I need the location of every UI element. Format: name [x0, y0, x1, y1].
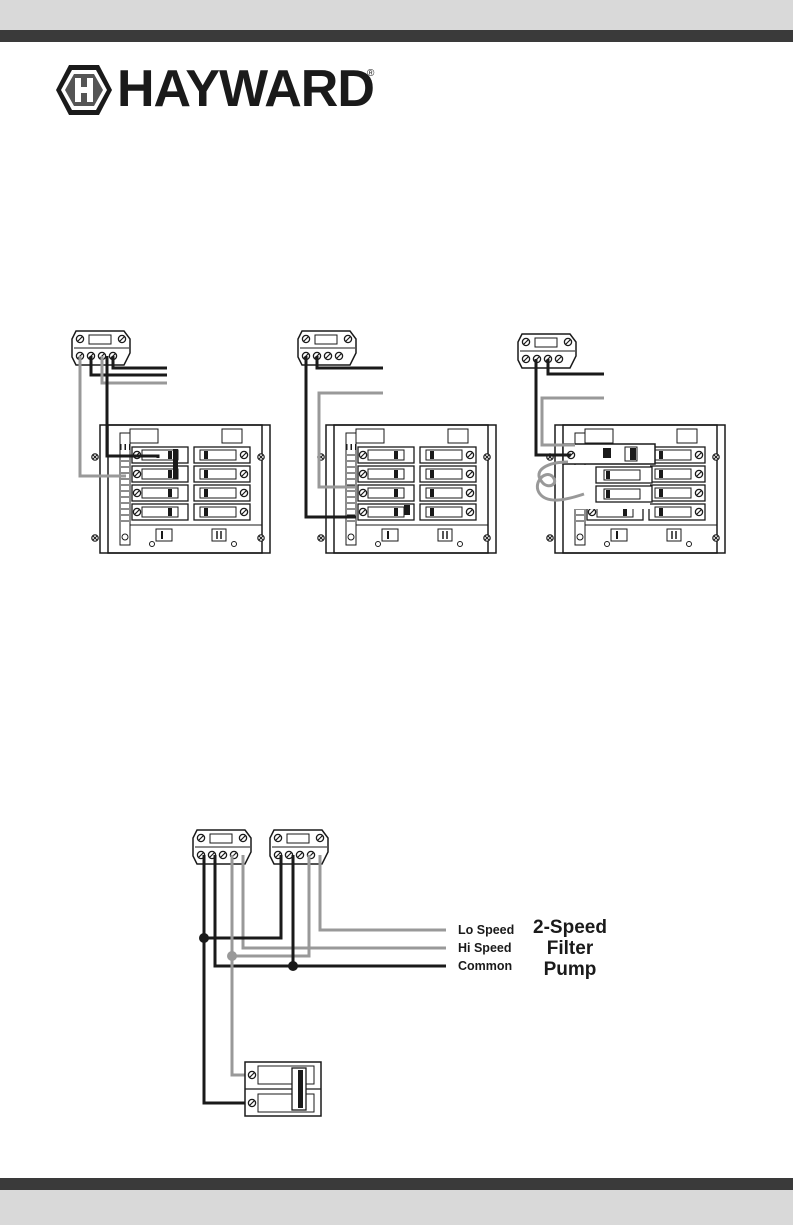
pump-title-line3: Pump: [544, 959, 597, 980]
lo-speed-label: Lo Speed: [458, 923, 514, 937]
two-speed-pump-diagram: Lo Speed Hi Speed Common 2-Speed Filter …: [193, 830, 607, 1116]
pump-title-line2: Filter: [547, 938, 594, 959]
diagram-240v-panel: [298, 331, 496, 553]
diagram-120v-panel: [72, 331, 270, 553]
double-pole-breaker: [245, 1062, 321, 1116]
hi-speed-label: Hi Speed: [458, 941, 512, 955]
load-center-2: [318, 425, 496, 553]
pump-title-line1: 2-Speed: [533, 917, 607, 938]
bottom-band-dark: [0, 1178, 793, 1190]
load-center-1: [92, 425, 270, 553]
diagram-gfci-panel: [518, 334, 725, 553]
common-label: Common: [458, 959, 512, 973]
bottom-band-light: [0, 1190, 793, 1225]
